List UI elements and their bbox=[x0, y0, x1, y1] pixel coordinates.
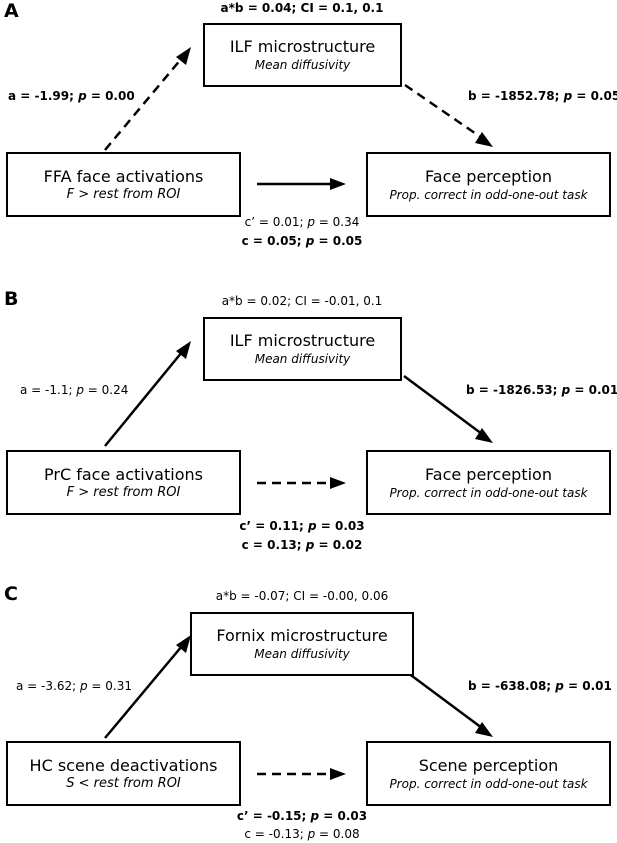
panel-a-predictor-box: FFA face activations F > rest from ROI bbox=[6, 152, 241, 217]
panel-b-path-c-arrowhead bbox=[330, 477, 346, 489]
panel-a-predictor-subtitle: F > rest from ROI bbox=[66, 186, 181, 202]
panel-a-path-b-arrow bbox=[404, 83, 483, 140]
panel-c-path-a-label: a = -3.62; p = 0.31 bbox=[16, 679, 132, 693]
panel-c-path-a-arrowhead bbox=[176, 635, 191, 653]
panel-a-outcome-title: Face perception bbox=[425, 166, 552, 186]
panel-c-path-a-arrow bbox=[104, 645, 183, 739]
panel-c-arrows bbox=[104, 635, 493, 780]
panel-c-mediator-title: Fornix microstructure bbox=[216, 626, 388, 645]
panel-c-path-b-label: b = -638.08; p = 0.01 bbox=[468, 679, 612, 693]
panel-c-mediator-box: Fornix microstructure Mean diffusivity bbox=[190, 612, 414, 676]
panel-a-indirect-effect: a*b = 0.04; CI = 0.1, 0.1 bbox=[220, 1, 384, 15]
panel-a-mediator-box: ILF microstructure Mean diffusivity bbox=[203, 23, 402, 87]
panel-c-mediator-subtitle: Mean diffusivity bbox=[254, 647, 350, 661]
panel-c-outcome-box: Scene perception Prop. correct in odd-on… bbox=[366, 741, 611, 806]
panel-a-path-a-arrowhead bbox=[176, 47, 191, 65]
panel-a-path-a-label: a = -1.99; p = 0.00 bbox=[8, 89, 135, 103]
panel-c-predictor-title: HC scene deactivations bbox=[29, 755, 218, 775]
panel-b-outcome-subtitle: Prop. correct in odd-one-out task bbox=[389, 485, 588, 500]
panel-c-outcome-subtitle: Prop. correct in odd-one-out task bbox=[389, 776, 588, 791]
panel-b-indirect-effect: a*b = 0.02; CI = -0.01, 0.1 bbox=[221, 294, 383, 308]
panel-a-outcome-box: Face perception Prop. correct in odd-one… bbox=[366, 152, 611, 217]
panel-b-path-c-label: c = 0.13; p = 0.02 bbox=[241, 538, 363, 552]
panel-c-label: C bbox=[4, 583, 18, 605]
panel-a-path-a-arrow bbox=[104, 57, 183, 151]
panel-b-path-b-arrow bbox=[403, 374, 483, 436]
panel-c-path-c-prime-label: c’ = -0.15; p = 0.03 bbox=[236, 809, 368, 823]
panel-a-path-b-label: b = -1852.78; p = 0.05 bbox=[468, 89, 617, 103]
panel-b-outcome-title: Face perception bbox=[425, 464, 552, 484]
panel-c-outcome-title: Scene perception bbox=[418, 755, 559, 775]
panel-b-outcome-box: Face perception Prop. correct in odd-one… bbox=[366, 450, 611, 515]
panel-a-predictor-title: FFA face activations bbox=[43, 166, 204, 186]
panel-b-predictor-title: PrC face activations bbox=[44, 464, 203, 484]
panel-b-mediator-title: ILF microstructure bbox=[229, 331, 376, 350]
panel-a-mediator-title: ILF microstructure bbox=[229, 37, 376, 56]
panel-b-path-a-arrowhead bbox=[176, 341, 191, 359]
panel-b-predictor-subtitle: F > rest from ROI bbox=[66, 484, 181, 500]
panel-b-label: B bbox=[4, 288, 19, 310]
panel-a-label: A bbox=[4, 0, 19, 22]
panel-b-mediator-subtitle: Mean diffusivity bbox=[254, 352, 351, 366]
panel-c-predictor-subtitle: S < rest from ROI bbox=[66, 775, 181, 791]
panel-c-path-c-arrowhead bbox=[330, 768, 346, 780]
panel-a-path-b-arrowhead bbox=[475, 132, 493, 147]
panel-b-path-b-label: b = -1826.53; p = 0.01 bbox=[466, 383, 617, 397]
panel-b-arrows bbox=[104, 341, 493, 489]
panel-c-path-b-arrow bbox=[403, 668, 483, 730]
panel-a-mediator-subtitle: Mean diffusivity bbox=[254, 58, 351, 72]
panel-c-indirect-effect: a*b = -0.07; CI = -0.00, 0.06 bbox=[215, 589, 389, 603]
panel-b-mediator-box: ILF microstructure Mean diffusivity bbox=[203, 317, 402, 381]
panel-c-predictor-box: HC scene deactivations S < rest from ROI bbox=[6, 741, 241, 806]
panel-b-path-a-arrow bbox=[104, 351, 183, 447]
panel-a-path-c-arrowhead bbox=[330, 178, 346, 190]
panel-c-path-b-arrowhead bbox=[475, 722, 493, 737]
panel-c-path-c-label: c = -0.13; p = 0.08 bbox=[244, 827, 360, 841]
panel-b-path-b-arrowhead bbox=[475, 428, 493, 443]
panel-b-predictor-box: PrC face activations F > rest from ROI bbox=[6, 450, 241, 515]
panel-a-outcome-subtitle: Prop. correct in odd-one-out task bbox=[389, 187, 588, 202]
panel-a-arrows bbox=[104, 47, 493, 190]
panel-b-path-c-prime-label: c’ = 0.11; p = 0.03 bbox=[239, 519, 365, 533]
panel-b-path-a-label: a = -1.1; p = 0.24 bbox=[20, 383, 129, 397]
panel-a-path-c-prime-label: c’ = 0.01; p = 0.34 bbox=[244, 215, 360, 229]
panel-a-path-c-label: c = 0.05; p = 0.05 bbox=[241, 234, 363, 248]
